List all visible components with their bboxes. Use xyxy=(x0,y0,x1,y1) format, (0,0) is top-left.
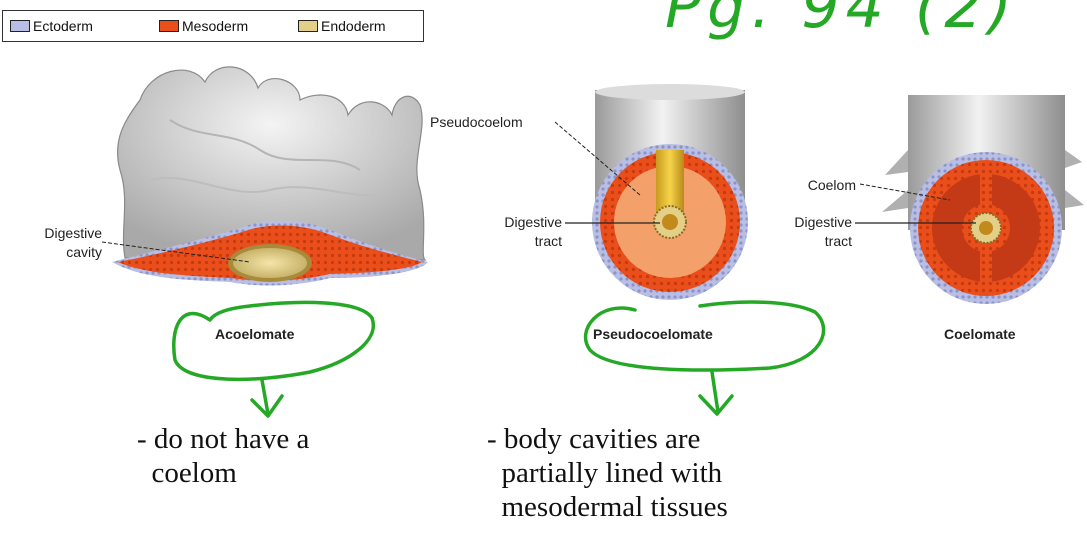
label-coelom: Coelom xyxy=(760,176,856,195)
digestive-tract-lumen xyxy=(662,214,678,230)
note-acoelomate: - do not have a coelom xyxy=(137,422,309,490)
label-digestive-tract-pseudocoelomate: Digestive tract xyxy=(460,213,562,251)
label-digestive-cavity: Digestive cavity xyxy=(6,224,102,262)
segment-fin xyxy=(1065,150,1082,168)
segment-fin xyxy=(885,150,908,175)
pseudocoelomate-illustration xyxy=(555,84,748,300)
label-pseudocoelom: Pseudocoelom xyxy=(430,113,523,132)
digestive-tract-lumen xyxy=(979,221,993,235)
tube-top-rim xyxy=(595,84,745,100)
note-pseudocoelomate: - body cavities are partially lined with… xyxy=(487,422,728,524)
caption-coelomate: Coelomate xyxy=(944,326,1016,342)
caption-acoelomate: Acoelomate xyxy=(215,326,294,342)
coelomate-illustration xyxy=(855,95,1084,304)
arrow-acoelomate xyxy=(252,380,282,416)
arrow-pseudocoelomate xyxy=(700,372,732,414)
segment-fin xyxy=(1065,190,1084,208)
digestive-cavity xyxy=(233,248,307,278)
handwritten-annotations xyxy=(174,302,824,416)
caption-pseudocoelomate: Pseudocoelomate xyxy=(593,326,713,342)
acoelomate-illustration xyxy=(102,67,428,286)
segment-fin xyxy=(882,190,908,212)
label-digestive-tract-coelomate: Digestive tract xyxy=(750,213,852,251)
